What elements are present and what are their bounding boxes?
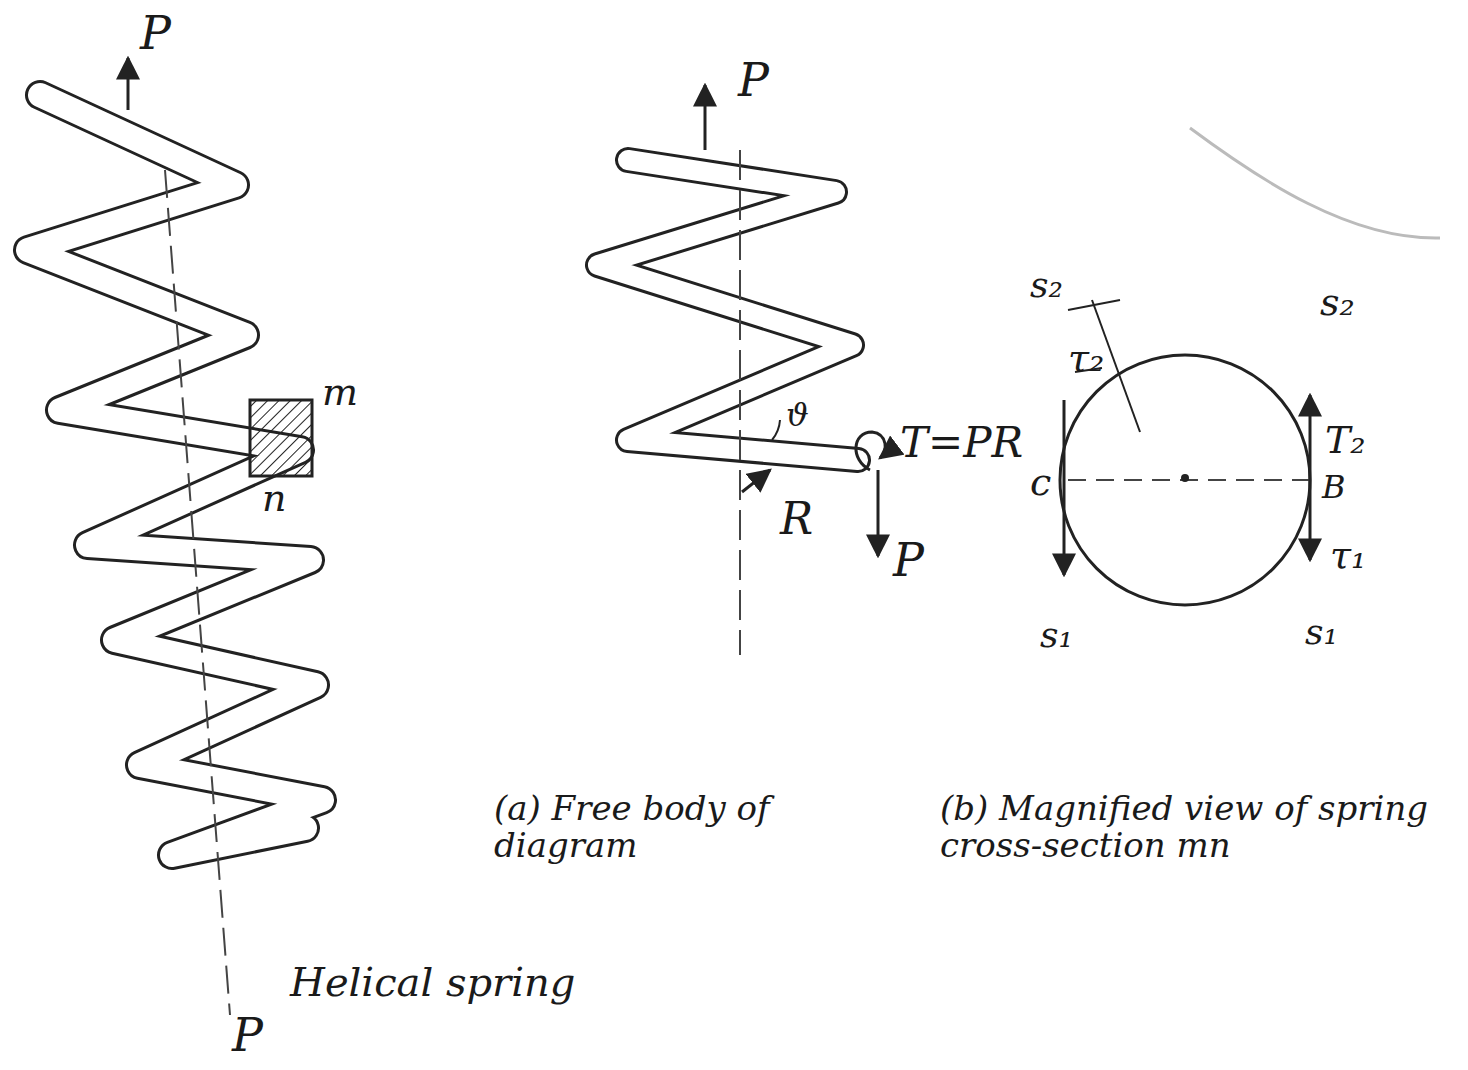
radius-label: R <box>780 495 813 543</box>
figure-title: Helical spring <box>290 960 575 1004</box>
helical-spring <box>28 58 322 1015</box>
cross-section <box>1060 300 1310 605</box>
section-label: n <box>262 478 286 520</box>
stress-label: s₂ <box>1320 282 1355 324</box>
angle-label: ϑ <box>786 398 809 433</box>
stress-label: s₁ <box>1040 615 1073 655</box>
smudge-line <box>1190 128 1440 238</box>
figure-caption: (b) Magnified view of spring cross-secti… <box>940 790 1440 865</box>
load-label: P <box>140 8 171 59</box>
load-label: P <box>893 535 924 586</box>
stress-label: s₂ <box>1030 265 1063 305</box>
shear-label: T₂ <box>1325 420 1366 462</box>
free-body-spring <box>598 85 885 655</box>
load-label: P <box>738 55 769 106</box>
section-label: m <box>322 372 358 414</box>
torque-label: T=PR <box>900 420 1023 466</box>
point-label: c <box>1030 462 1051 504</box>
stress-label: s₁ <box>1305 612 1338 652</box>
shear-label: τ₂ <box>1068 338 1104 380</box>
point-label: B <box>1322 470 1346 505</box>
load-label: P <box>232 1010 263 1061</box>
figure-caption: (a) Free body of diagram <box>494 790 914 865</box>
shear-label: τ₁ <box>1330 535 1366 577</box>
